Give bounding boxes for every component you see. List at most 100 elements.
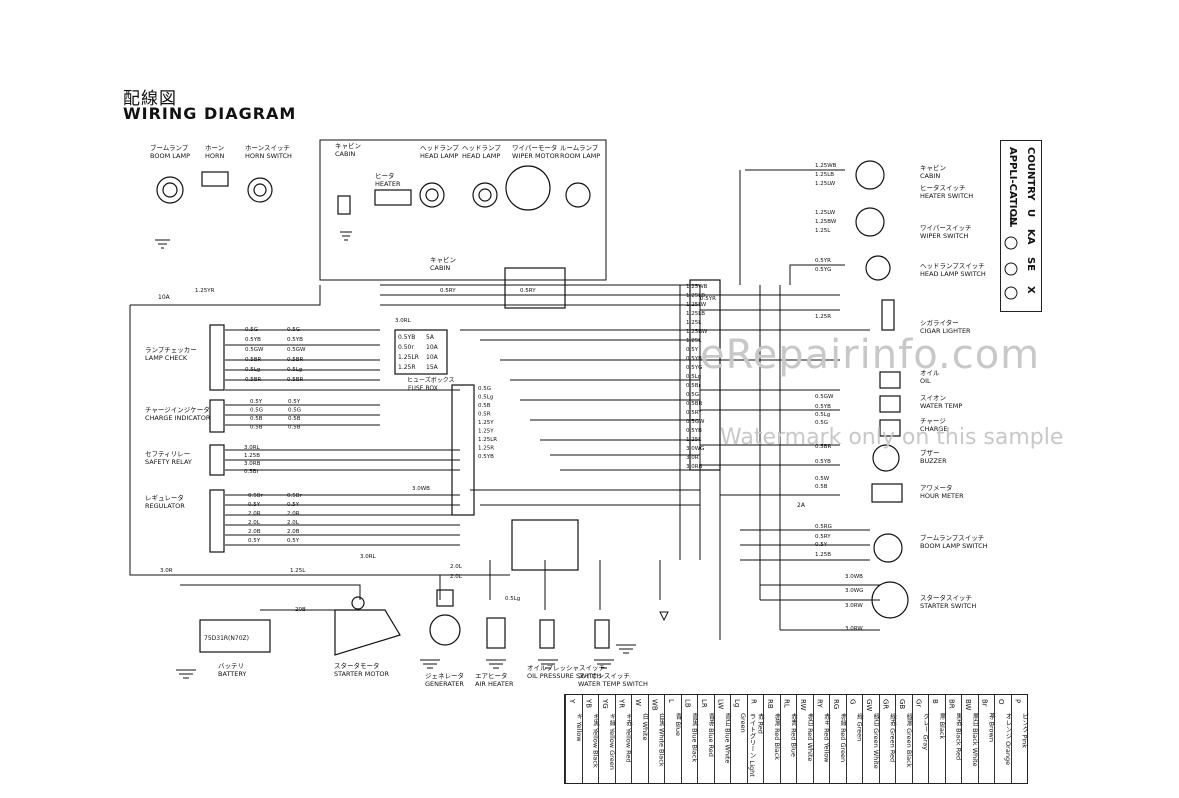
wire-label: 3.0RL bbox=[360, 554, 377, 560]
component-label-jp: キャビン bbox=[335, 141, 361, 150]
component-label: WATER TEMP SWITCH bbox=[578, 680, 648, 688]
wire-label: 1.25R bbox=[478, 446, 494, 452]
component-label-jp: キャビン bbox=[920, 163, 946, 172]
color-code: BW bbox=[964, 699, 972, 711]
wire-label: 0.5Y bbox=[248, 538, 261, 544]
wire-label: 3.0WB bbox=[845, 574, 863, 580]
wire-label: 0.5YB bbox=[478, 454, 494, 460]
component-label-jp: チャージインジケータ bbox=[145, 405, 210, 414]
wire-label: 1.25L bbox=[686, 338, 702, 344]
fuse-wire: 0.5YB bbox=[398, 334, 415, 341]
wire-label: 1.25LB bbox=[686, 311, 705, 317]
color-name: 赤白 Red White bbox=[806, 713, 814, 762]
component-label: BUZZER bbox=[920, 457, 947, 465]
wire-label: 1.25WB bbox=[686, 284, 708, 290]
color-name: 赤黒 Red Black bbox=[773, 713, 781, 761]
color-name: 緑 Green bbox=[855, 713, 864, 742]
component-label: HEAD LAMP SWITCH bbox=[920, 270, 986, 278]
color-table-column: BW 黒白 Black White bbox=[961, 695, 979, 783]
component-label-jp: オイル bbox=[920, 369, 940, 377]
component-label: HEATER SWITCH bbox=[920, 192, 973, 200]
wire-label: 1.25LB bbox=[815, 172, 834, 178]
color-name: キ Yellow bbox=[575, 713, 583, 742]
color-name: グレー Gray bbox=[921, 713, 930, 751]
component-label-jp: ヒータスイッチ bbox=[920, 183, 966, 192]
country-col: SE bbox=[1025, 257, 1036, 272]
component-label: HEAD LAMP bbox=[462, 152, 500, 160]
wire-label: 3.0WG bbox=[845, 588, 863, 594]
component-label-jp: シガライター bbox=[920, 318, 959, 327]
component-label: HORN bbox=[205, 152, 225, 160]
fuse-wire: 1.25LR bbox=[398, 354, 419, 361]
color-code: RY bbox=[815, 699, 824, 708]
wire-label: 0.5GW bbox=[686, 419, 705, 425]
component-label: BOOM LAMP bbox=[150, 152, 190, 160]
wire-label: 3.0R bbox=[160, 568, 173, 574]
color-name: 赤緑 Red Green bbox=[839, 713, 847, 763]
color-name: 黒白 Black White bbox=[971, 713, 979, 767]
color-name: 緑白 Green White bbox=[872, 713, 880, 769]
color-code: G bbox=[848, 699, 857, 705]
color-code: W bbox=[634, 699, 642, 706]
wire-label: 0.5R bbox=[478, 412, 491, 418]
wire-label: 1.25LW bbox=[686, 302, 707, 308]
wire-label: 0.5YB bbox=[686, 356, 702, 362]
wire-label: 1.25R bbox=[815, 314, 831, 320]
color-code: O bbox=[997, 699, 1005, 705]
wire-label: 2.0L bbox=[450, 564, 463, 570]
wire-label: 1.25B bbox=[815, 552, 831, 558]
component-label: REGULATOR bbox=[145, 502, 185, 510]
wire-label: 1.25B bbox=[244, 453, 260, 459]
wire-label: 0.5B bbox=[288, 416, 301, 422]
wire-label: 0.5RY bbox=[520, 288, 536, 294]
wire-label: 0.5Y bbox=[288, 399, 301, 405]
fuse-wire: 1.25R bbox=[398, 364, 416, 371]
color-code: YG bbox=[601, 699, 609, 709]
wire-label: 0.5YB bbox=[287, 337, 303, 343]
wire-label: 0.5BR bbox=[686, 401, 703, 407]
component-label-jp: レギュレータ bbox=[145, 493, 184, 502]
wire-label: 0.5Y bbox=[287, 538, 300, 544]
color-code: RG bbox=[832, 699, 840, 710]
color-name: 黒赤 Black Red bbox=[954, 713, 963, 761]
wire-label: 0.5Lg bbox=[478, 395, 493, 401]
wire-label: 1.25L bbox=[686, 320, 702, 326]
component-label: CHARGE bbox=[920, 425, 948, 433]
component-label-jp: ヘッドランプ bbox=[462, 144, 501, 152]
fuse-box-label: FUSE BOX bbox=[408, 385, 438, 392]
component-label-jp: チャージ bbox=[920, 417, 946, 425]
component-label: HEAD LAMP bbox=[420, 152, 458, 160]
wire-label: 0.5G bbox=[287, 327, 300, 333]
color-name: ライトグリーン Light Green bbox=[739, 713, 756, 777]
component-label-jp: ヘッドランプ bbox=[420, 144, 459, 152]
wire-label: 0.5Br bbox=[244, 469, 260, 475]
color-name: 緑黒 Green Black bbox=[905, 713, 913, 768]
wire-label: 0.5B bbox=[478, 403, 491, 409]
wire-label: 1.25Y bbox=[478, 420, 494, 426]
wire-label: 2.0B bbox=[287, 529, 300, 535]
wire-label: 0.5YB bbox=[815, 459, 831, 465]
wire-label: 0.5Lg bbox=[245, 367, 260, 373]
color-name: 青白 Blue White bbox=[723, 713, 732, 764]
fuse-rating: 15A bbox=[426, 364, 439, 371]
color-name: 黒 Black bbox=[938, 713, 946, 740]
wire-label: 2.0R bbox=[287, 511, 300, 517]
wire-label: 0.5B bbox=[250, 416, 263, 422]
component-label: HORN SWITCH bbox=[245, 152, 292, 160]
application-marks bbox=[1004, 213, 1018, 300]
wire-label: 2.0L bbox=[248, 520, 261, 526]
component-label-jp: ヘッドランプスイッチ bbox=[920, 262, 985, 270]
wire-label: 0.5G bbox=[815, 420, 828, 426]
color-code: LW bbox=[716, 699, 725, 710]
wire-label: 3.0R bbox=[686, 455, 699, 461]
